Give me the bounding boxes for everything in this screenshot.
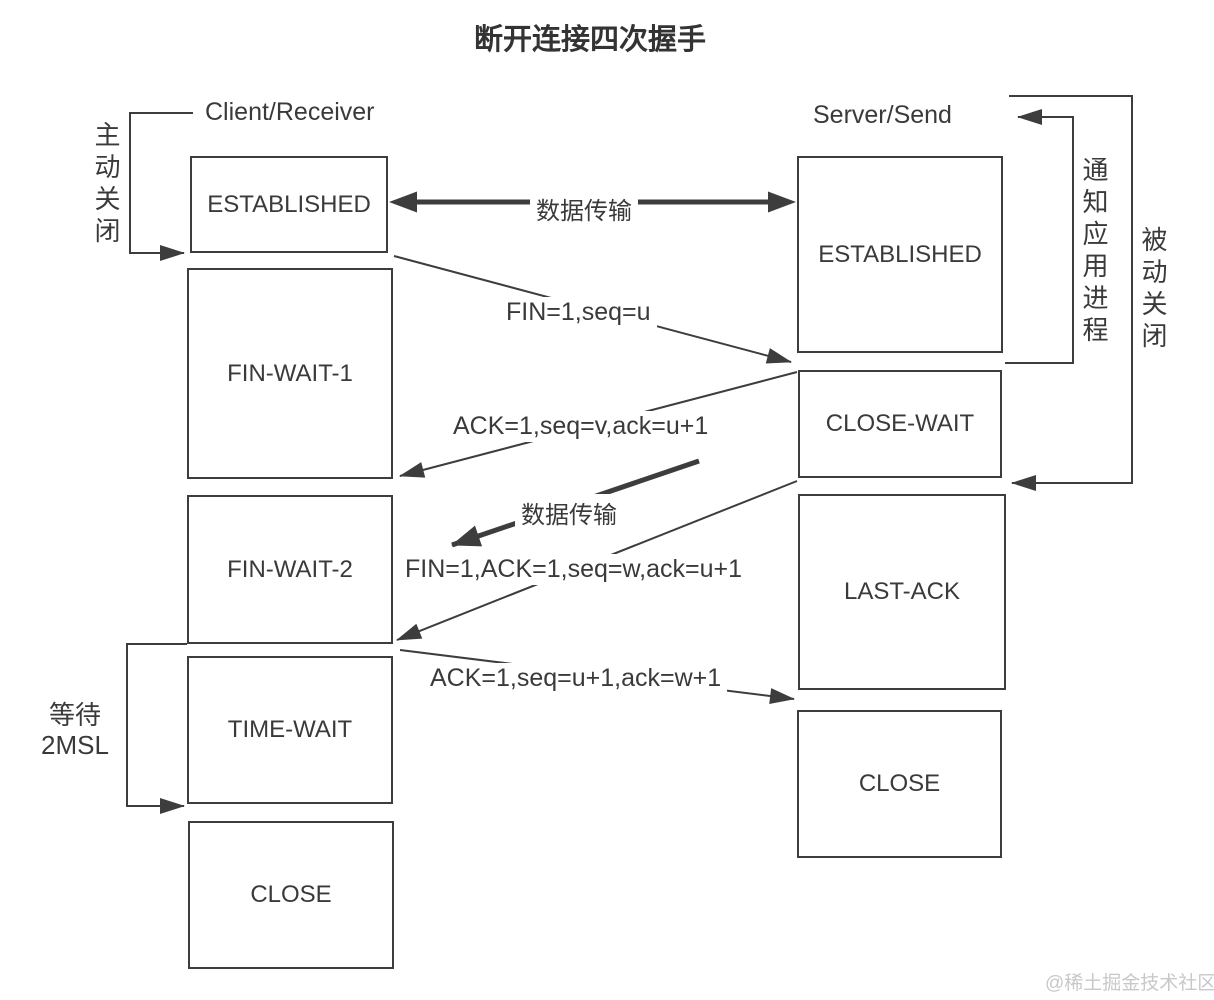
state-box-last-ack: LAST-ACK bbox=[798, 494, 1006, 690]
annotation-notify-app: 通知应用进程 bbox=[1079, 156, 1109, 348]
bracket-active-close bbox=[129, 112, 193, 261]
label-fin-seq-u: FIN=1,seq=u bbox=[500, 297, 657, 328]
state-box-server-established: ESTABLISHED bbox=[797, 156, 1003, 353]
state-label: ESTABLISHED bbox=[818, 240, 982, 268]
annotation-wait-2msl: 等待 2MSL bbox=[33, 700, 117, 761]
state-label: CLOSE-WAIT bbox=[825, 410, 975, 437]
state-label: TIME-WAIT bbox=[227, 716, 353, 743]
state-label: CLOSE bbox=[858, 770, 941, 797]
watermark: @稀土掘金技术社区 bbox=[1045, 973, 1214, 994]
bracket-wait-2msl bbox=[126, 643, 187, 814]
state-label: ESTABLISHED bbox=[207, 190, 371, 218]
state-box-close-wait: CLOSE-WAIT bbox=[798, 370, 1002, 478]
state-label: LAST-ACK bbox=[843, 578, 961, 605]
bracket-passive-close bbox=[1009, 95, 1133, 491]
state-label: CLOSE bbox=[250, 881, 332, 908]
state-box-time-wait: TIME-WAIT bbox=[187, 656, 393, 804]
page-title: 断开连接四次握手 bbox=[474, 24, 707, 56]
bracket-notify-app bbox=[1005, 109, 1074, 364]
annotation-wait-line2: 2MSL bbox=[41, 729, 109, 760]
label-data-transfer-top: 数据传输 bbox=[530, 190, 638, 227]
column-header-server: Server/Send bbox=[813, 101, 952, 129]
column-header-client: Client/Receiver bbox=[205, 98, 375, 126]
label-ack-seq-u1: ACK=1,seq=u+1,ack=w+1 bbox=[424, 663, 728, 694]
label-ack-seq-v: ACK=1,seq=v,ack=u+1 bbox=[447, 411, 715, 442]
state-box-server-close: CLOSE bbox=[797, 710, 1002, 858]
state-label: FIN-WAIT-2 bbox=[227, 555, 353, 583]
label-data-transfer-mid: 数据传输 bbox=[515, 494, 623, 531]
state-box-fin-wait-1: FIN-WAIT-1 bbox=[187, 268, 393, 479]
state-box-fin-wait-2: FIN-WAIT-2 bbox=[187, 495, 393, 644]
annotation-passive-close: 被动关闭 bbox=[1138, 226, 1168, 354]
annotation-wait-line1: 等待 bbox=[48, 700, 101, 730]
label-fin-ack-seq-w: FIN=1,ACK=1,seq=w,ack=u+1 bbox=[399, 554, 749, 585]
state-label: FIN-WAIT-1 bbox=[227, 359, 353, 387]
state-box-client-close: CLOSE bbox=[188, 821, 394, 969]
state-box-client-established: ESTABLISHED bbox=[190, 156, 388, 253]
annotation-active-close: 主动关闭 bbox=[91, 121, 121, 249]
